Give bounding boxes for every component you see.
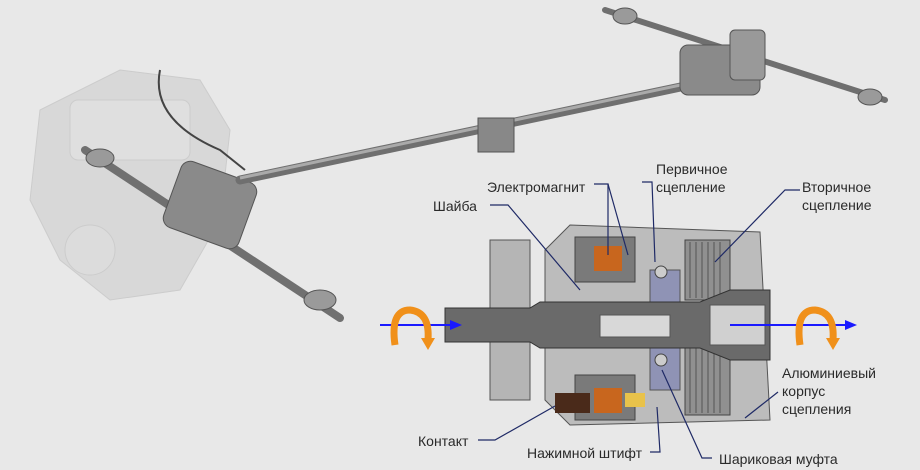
contact-terminal (555, 393, 590, 413)
pressure-pin (625, 393, 645, 407)
input-flow-arrow (380, 306, 462, 350)
electromagnet-coil-bottom (594, 388, 622, 413)
label-housing-line3: сцепления (782, 401, 851, 417)
front-gearbox (162, 160, 258, 250)
leader-lines (478, 181, 800, 459)
label-ball-coupling: Шариковая муфта (719, 451, 838, 467)
engine-illustration (29, 69, 231, 301)
label-electromagnet: Электромагнит (487, 179, 586, 195)
rear-axle (602, 7, 888, 106)
rotation-arrow-input (390, 306, 432, 346)
label-primary-clutch-line2: сцепление (656, 179, 726, 195)
label-pressure-pin: Нажимной штифт (527, 445, 643, 461)
label-secondary-clutch-line2: сцепление (802, 197, 872, 213)
label-washer: Шайба (433, 198, 477, 214)
center-bearing (477, 117, 515, 153)
output-flow-arrow (730, 306, 857, 350)
cable (157, 69, 246, 171)
label-contact: Контакт (418, 433, 469, 449)
rotation-arrow-output (795, 306, 837, 346)
front-axle (81, 69, 344, 322)
label-housing-line1: Алюминиевый (782, 365, 876, 381)
propeller-shaft (235, 80, 695, 185)
label-secondary-clutch-line1: Вторичное (802, 179, 871, 195)
label-primary-clutch-line1: Первичное (656, 161, 728, 177)
label-housing-line2: корпус (782, 383, 825, 399)
